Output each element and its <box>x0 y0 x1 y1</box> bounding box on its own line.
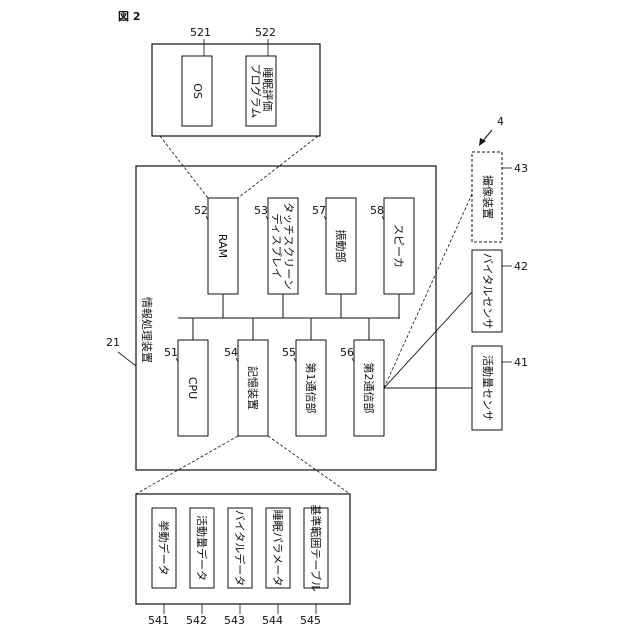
device-ref-leader <box>118 352 136 366</box>
storage-item-label: 活動量データ <box>195 515 209 581</box>
system-ref: 4 <box>497 115 504 128</box>
comm2-ref: 56 <box>340 346 354 359</box>
storage-item-ref: 544 <box>262 614 283 627</box>
device-title: 情報処理装置 <box>140 297 153 363</box>
storage-item-ref: 543 <box>224 614 245 627</box>
storage-projection-left <box>136 436 238 494</box>
ram-detail-box <box>152 44 320 136</box>
figure-label: 図 2 <box>118 9 140 23</box>
storage-item-ref: 545 <box>300 614 321 627</box>
storage-ref: 54 <box>224 346 238 359</box>
program-label: 睡眠評価 プログラム <box>249 64 275 119</box>
cpu-label: CPU <box>186 377 199 399</box>
storage-item-label: 睡眠パラメータ <box>271 510 284 587</box>
storage-label: 記憶装置 <box>246 366 260 410</box>
storage-item-label: 挙動データ <box>157 521 171 576</box>
storage-item-label: バイタルデータ <box>233 510 247 587</box>
storage-item-ref: 541 <box>148 614 169 627</box>
storage-item-label: 基準範囲テーブル <box>309 504 323 591</box>
comm1-ref: 55 <box>282 346 296 359</box>
cpu-ref: 51 <box>164 346 178 359</box>
storage-item-ref: 542 <box>186 614 207 627</box>
vital-sensor-ref: 42 <box>514 260 528 273</box>
comm2-label: 第2通信部 <box>362 363 376 414</box>
speaker-label: スピーカ <box>392 224 405 268</box>
ram-projection-right <box>238 136 318 198</box>
program-ref: 522 <box>255 26 276 39</box>
touchscreen-label: タッチスクリーンディスプレイ <box>270 202 295 289</box>
vital-sensor-label: バイタルセンサ <box>481 253 494 330</box>
activity-sensor-ref: 41 <box>514 356 528 369</box>
vibration-ref: 57 <box>312 204 326 217</box>
imaging-device-label: 撮像装置 <box>481 175 495 219</box>
speaker-ref: 58 <box>370 204 384 217</box>
imaging-device-ref: 43 <box>514 162 528 175</box>
touchscreen-ref: 53 <box>254 204 268 217</box>
storage-projection-right <box>268 436 350 494</box>
os-label: OS <box>191 83 204 99</box>
comm1-label: 第1通信部 <box>304 363 318 414</box>
device-ref: 21 <box>106 336 120 349</box>
os-ref: 521 <box>190 26 211 39</box>
activity-sensor-label: 活動量センサ <box>481 355 495 421</box>
vibration-label: 振動部 <box>334 230 348 263</box>
link-vital <box>384 292 472 388</box>
ram-projection-left <box>160 136 208 198</box>
ram-label: RAM <box>216 234 229 258</box>
ram-ref: 52 <box>194 204 208 217</box>
